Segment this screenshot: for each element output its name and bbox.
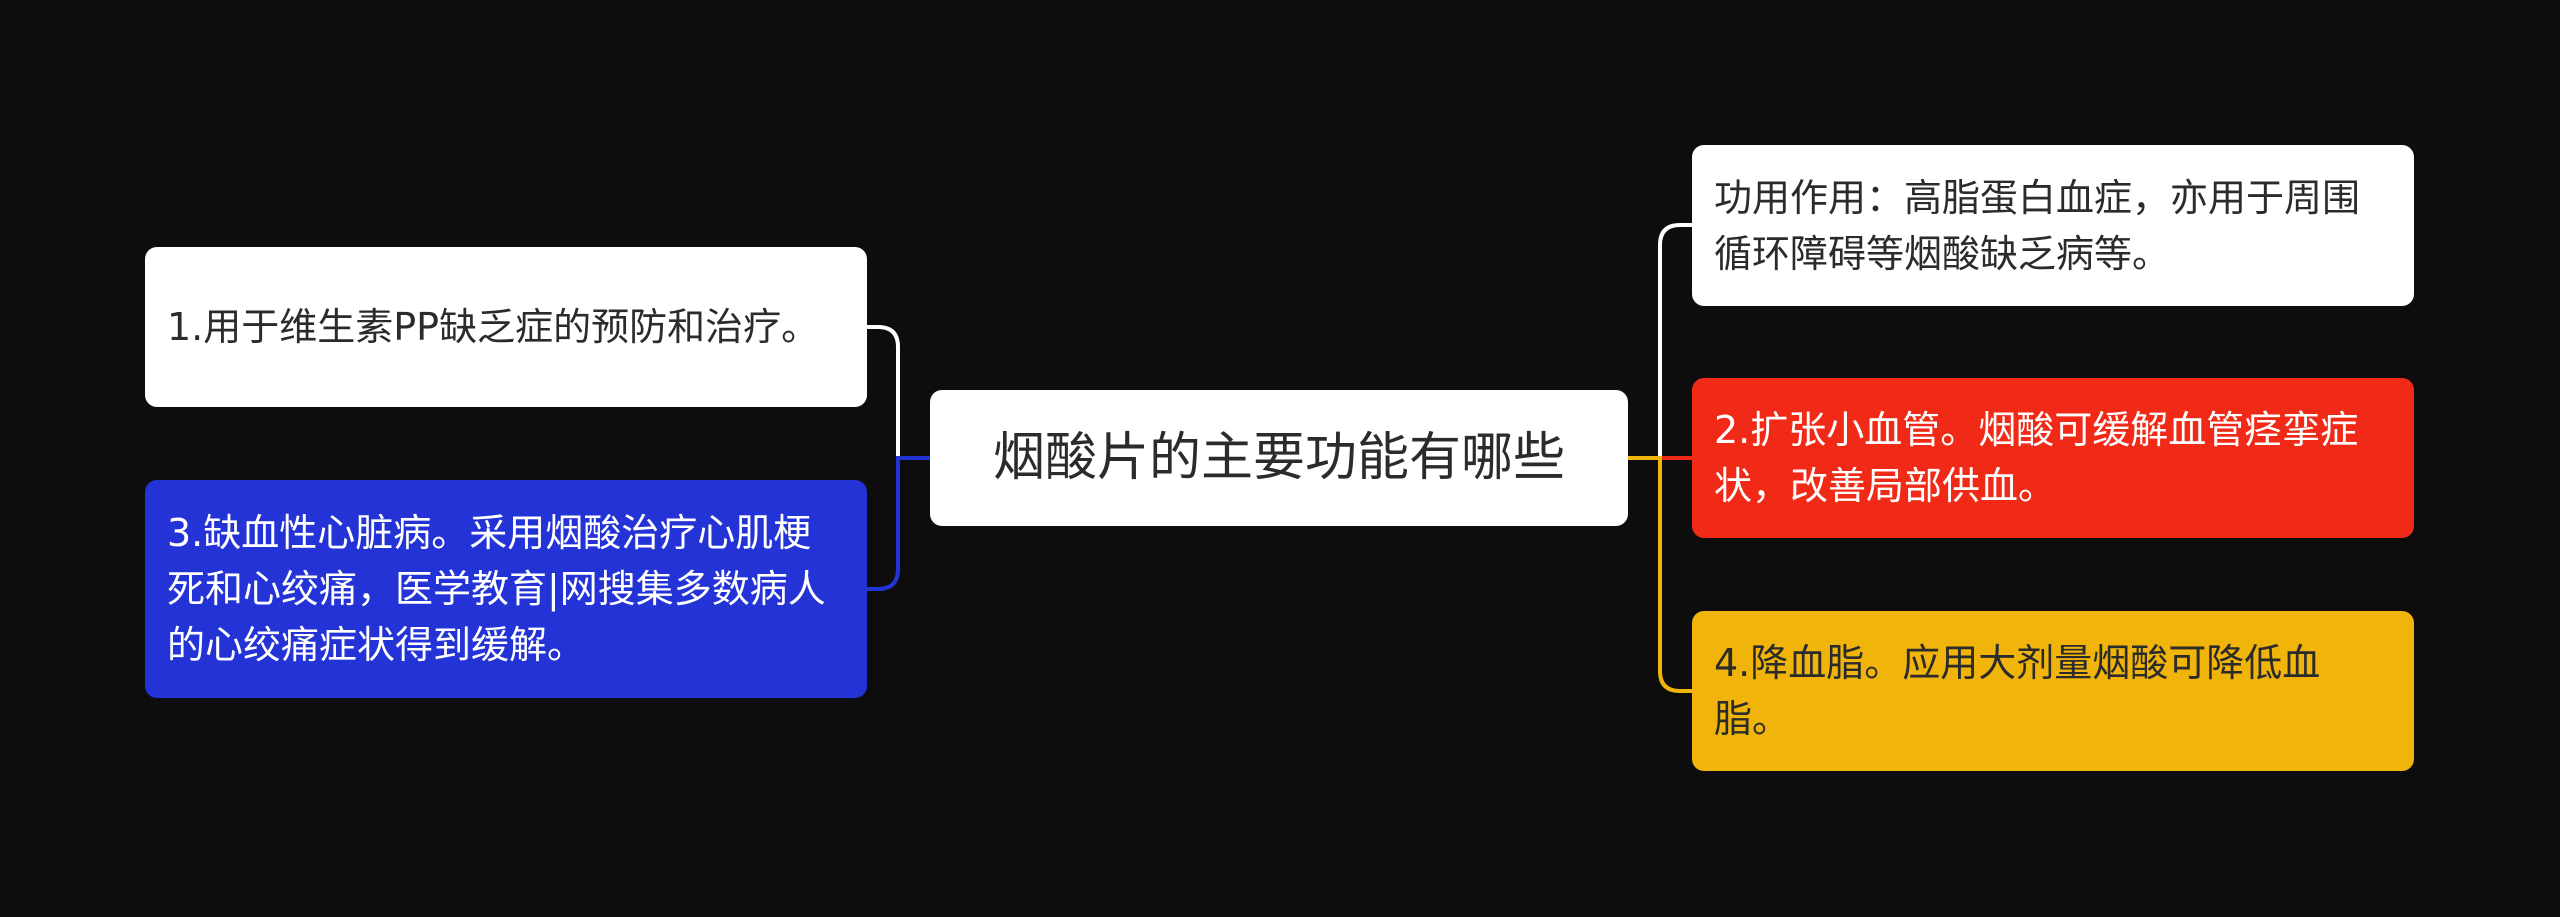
central-topic[interactable]: 烟酸片的主要功能有哪些 (930, 390, 1628, 526)
central-topic-label: 烟酸片的主要功能有哪些 (992, 428, 1565, 488)
branch-node-1-label: 1.用于维生素PP缺乏症的预防和治疗。 (167, 305, 820, 349)
branch-node-function[interactable]: 功用作用：高脂蛋白血症，亦用于周围循环障碍等烟酸缺乏病等。 (1692, 145, 2414, 306)
connector-left-1 (867, 325, 930, 460)
branch-node-4[interactable]: 4.降血脂。应用大剂量烟酸可降低血脂。 (1692, 611, 2414, 771)
branch-node-function-label: 功用作用：高脂蛋白血症，亦用于周围循环障碍等烟酸缺乏病等。 (1714, 175, 2361, 276)
branch-node-3[interactable]: 3.缺血性心脏病。采用烟酸治疗心肌梗死和心绞痛，医学教育|网搜集多数病人的心绞痛… (145, 480, 867, 698)
branch-node-2[interactable]: 2.扩张小血管。烟酸可缓解血管痉挛症状，改善局部供血。 (1692, 378, 2414, 538)
branch-node-1[interactable]: 1.用于维生素PP缺乏症的预防和治疗。 (145, 247, 867, 407)
connector-right-1 (1628, 223, 1692, 460)
branch-node-3-label: 3.缺血性心脏病。采用烟酸治疗心肌梗死和心绞痛，医学教育|网搜集多数病人的心绞痛… (167, 511, 826, 667)
connector-left-3 (867, 456, 930, 591)
connector-right-4 (1628, 456, 1692, 693)
branch-node-4-label: 4.降血脂。应用大剂量烟酸可降低血脂。 (1714, 641, 2321, 741)
branch-node-2-label: 2.扩张小血管。烟酸可缓解血管痉挛症状，改善局部供血。 (1714, 408, 2359, 508)
